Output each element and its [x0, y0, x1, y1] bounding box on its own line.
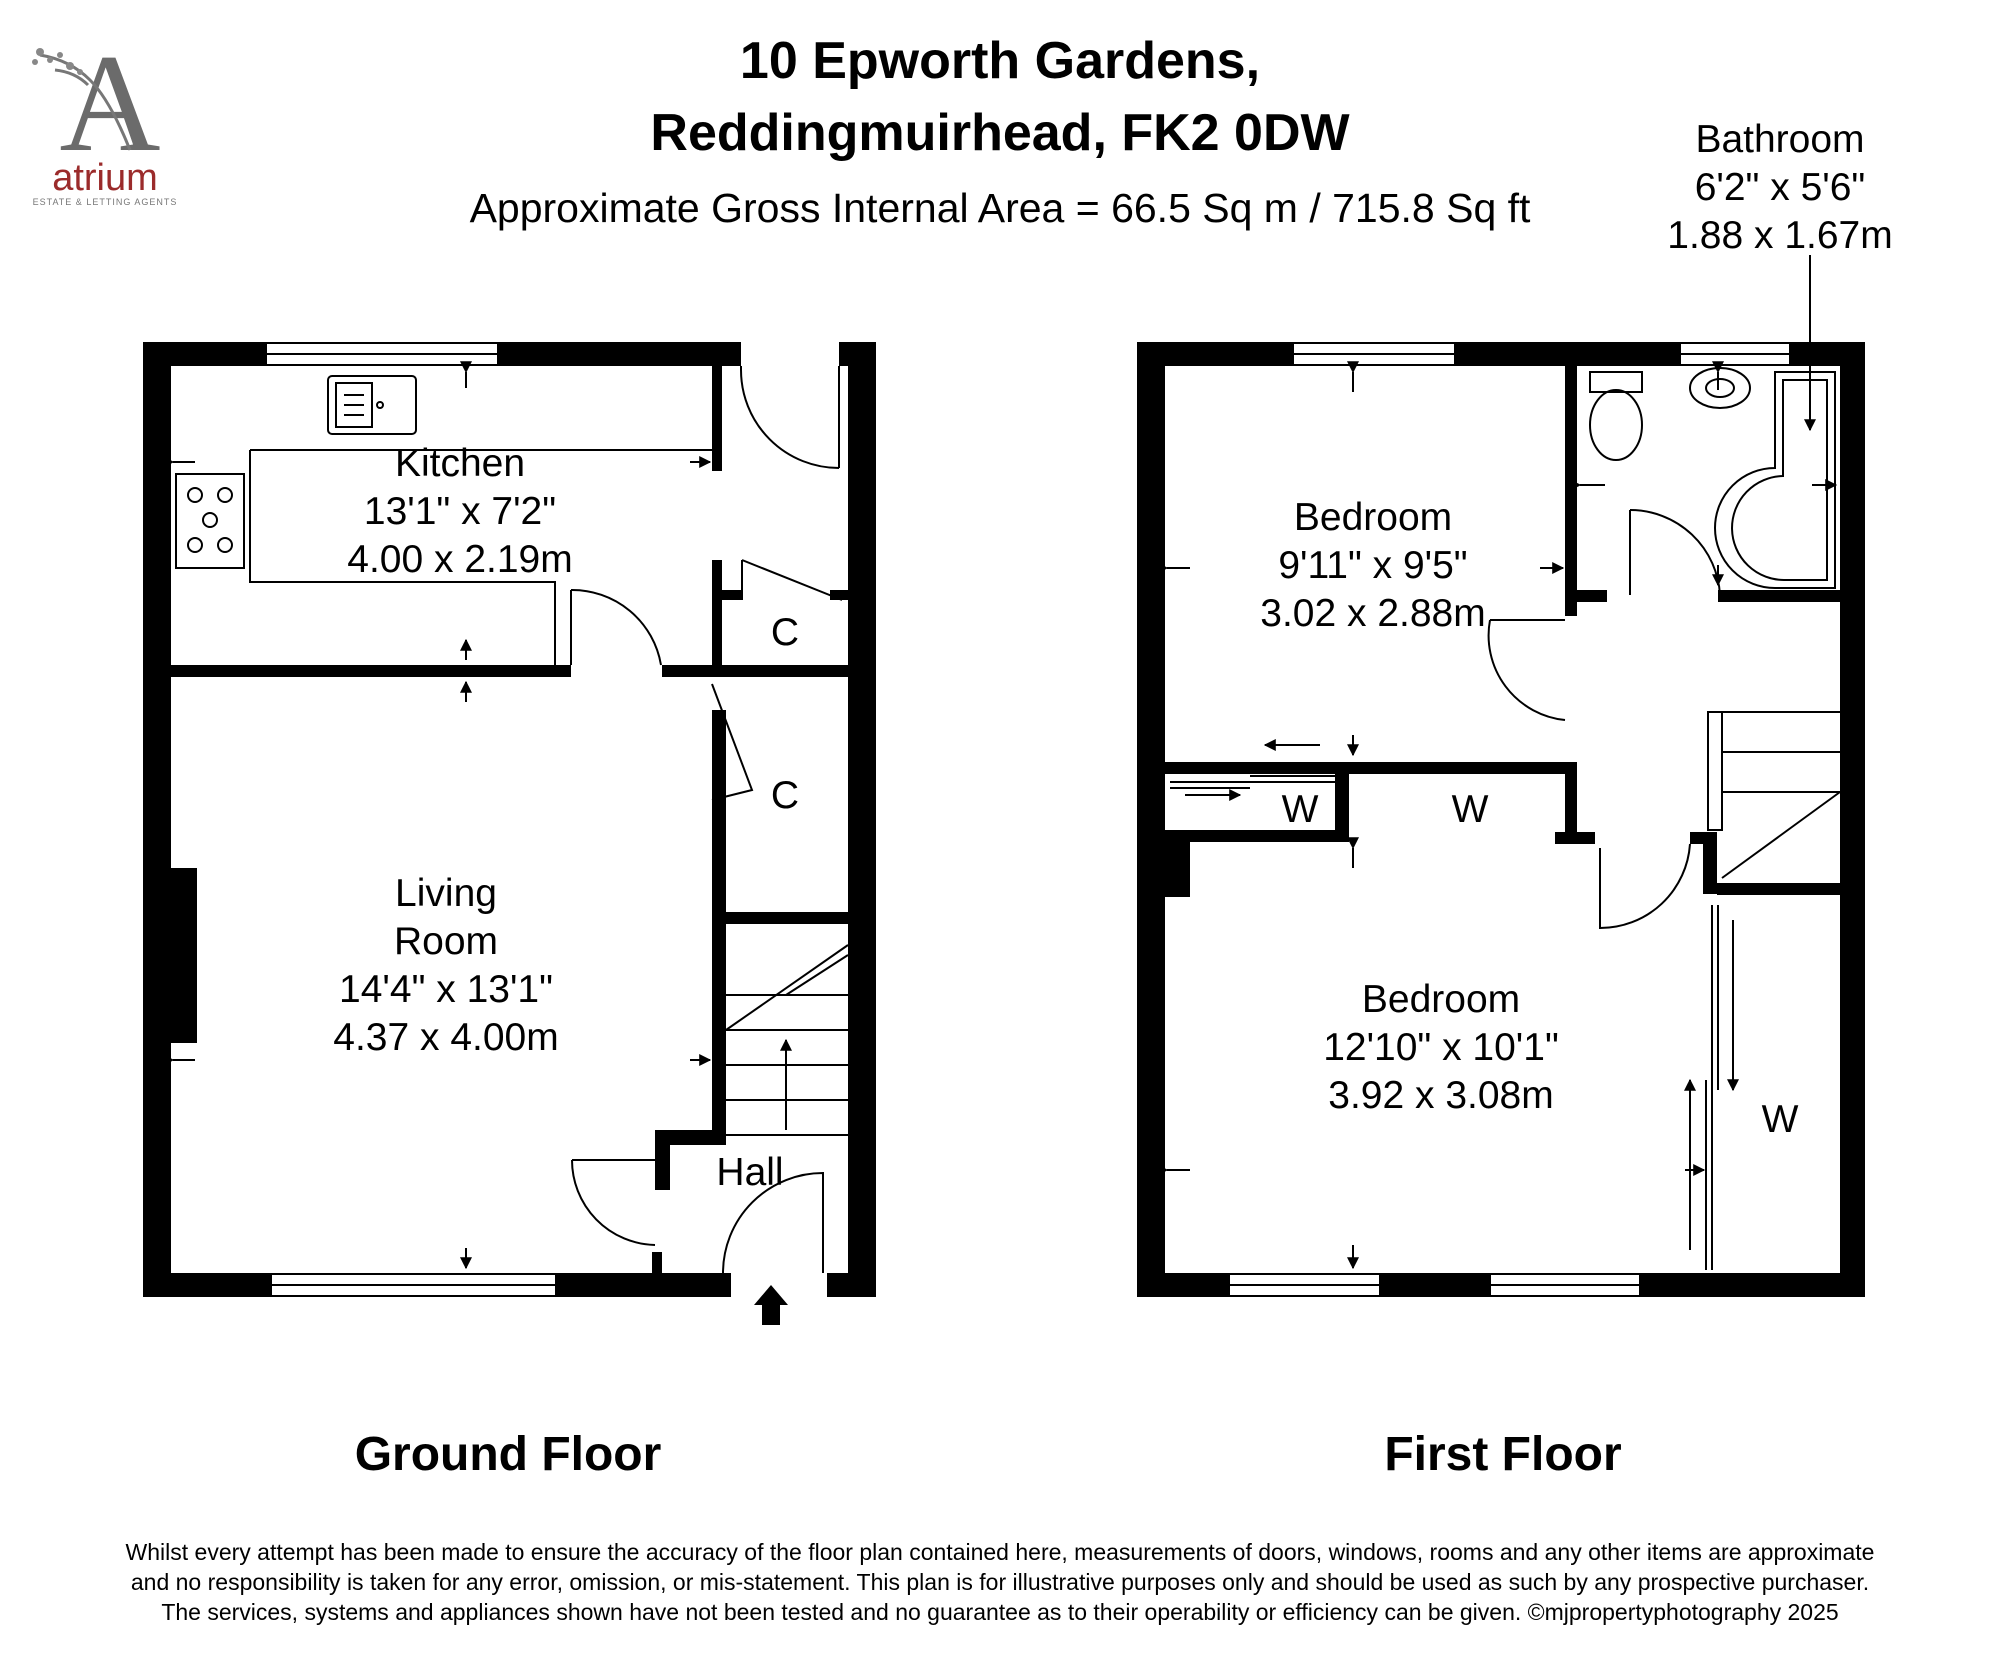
- kitchen-metric: 4.00 x 2.19m: [347, 538, 572, 581]
- living-name-line2: Room: [394, 920, 498, 963]
- logo-tree-icon: [39, 53, 132, 151]
- living-imperial: 14'4" x 13'1": [339, 968, 553, 1011]
- wardrobe-small-label: W: [1282, 788, 1319, 831]
- ground-floor-details: [162, 342, 849, 1297]
- first-floor-details: [1156, 255, 1841, 1297]
- disclaimer-line3: The services, systems and appliances sho…: [161, 1599, 1838, 1625]
- wardrobe-right-label: W: [1762, 1098, 1799, 1141]
- bedroom2-name: Bedroom: [1362, 978, 1520, 1021]
- title-line1: 10 Epworth Gardens,: [740, 32, 1260, 90]
- bedroom2-metric: 3.92 x 3.08m: [1328, 1074, 1553, 1117]
- cupboard-top-label: C: [771, 611, 799, 654]
- area-subtitle: Approximate Gross Internal Area = 66.5 S…: [470, 185, 1531, 231]
- ground-floor-label: Ground Floor: [355, 1428, 662, 1481]
- ground-floor-plan: [143, 342, 876, 1297]
- disclaimer-line1: Whilst every attempt has been made to en…: [126, 1539, 1875, 1565]
- bathroom-imperial: 6'2" x 5'6": [1695, 166, 1866, 209]
- bedroom1-metric: 3.02 x 2.88m: [1260, 592, 1485, 635]
- wardrobe-landing-label: W: [1452, 788, 1489, 831]
- logo-letter: A: [59, 26, 160, 181]
- bathroom-metric: 1.88 x 1.67m: [1667, 214, 1892, 257]
- title-line2: Reddingmuirhead, FK2 0DW: [650, 104, 1350, 162]
- bathroom-name: Bathroom: [1695, 118, 1864, 161]
- cupboard-mid-label: C: [771, 774, 799, 817]
- entrance-arrow-icon: [754, 1285, 788, 1325]
- first-floor-label: First Floor: [1384, 1428, 1621, 1481]
- bedroom1-name: Bedroom: [1294, 496, 1452, 539]
- disclaimer-line2: and no responsibility is taken for any e…: [131, 1569, 1869, 1595]
- hall-name: Hall: [716, 1151, 783, 1194]
- logo-tagline: ESTATE & LETTING AGENTS: [33, 197, 178, 207]
- kitchen-imperial: 13'1" x 7'2": [364, 490, 556, 533]
- bedroom1-imperial: 9'11" x 9'5": [1278, 544, 1467, 587]
- bedroom2-imperial: 12'10" x 10'1": [1323, 1026, 1559, 1069]
- kitchen-name: Kitchen: [395, 442, 525, 485]
- living-metric: 4.37 x 4.00m: [333, 1016, 558, 1059]
- logo-name: atrium: [52, 157, 158, 199]
- living-name-line1: Living: [395, 872, 497, 915]
- first-floor-plan: [1137, 342, 1865, 1297]
- atrium-logo: A atrium ESTATE & LETTING AGENTS: [32, 26, 178, 207]
